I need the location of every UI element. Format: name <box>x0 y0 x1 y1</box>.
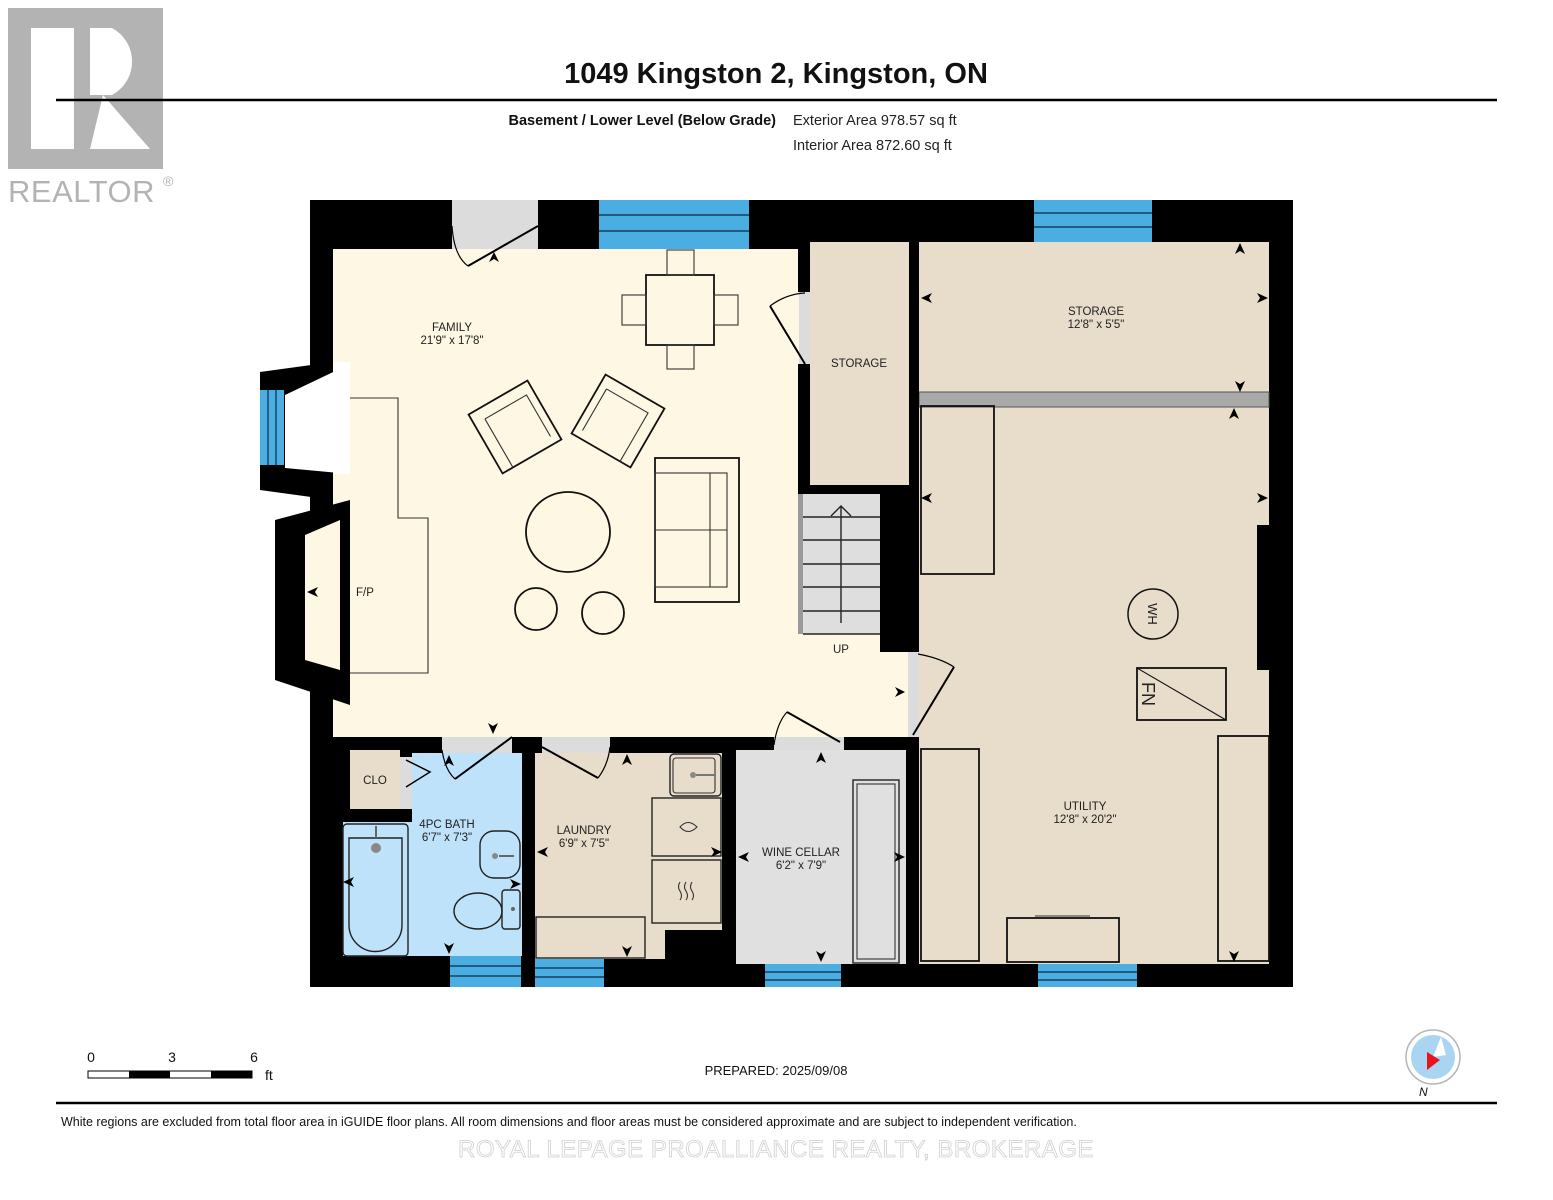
exterior-door-opening <box>452 200 538 249</box>
laundry-dims: 6'9" x 7'5" <box>559 838 609 850</box>
stool-right-icon <box>581 591 625 635</box>
interior-walls <box>333 242 1269 987</box>
window-family-north <box>599 200 749 249</box>
sofa-icon <box>654 457 740 603</box>
furnace-icon: FN <box>1136 667 1227 721</box>
dining-table-icon <box>621 249 739 370</box>
room-utility-floor <box>919 392 1269 964</box>
window-cellar-south <box>765 964 841 987</box>
utility-cabinet-left <box>920 748 980 962</box>
room-closet-floor <box>350 750 400 809</box>
laundry-name: LAUNDRY <box>557 825 612 837</box>
storage-small-name: STORAGE <box>831 358 887 370</box>
wine-cellar-dims: 6'2" x 7'9" <box>776 860 826 872</box>
toilet-icon <box>453 889 521 930</box>
utility-cabinet-right <box>1217 735 1270 962</box>
stool-left-icon <box>514 587 558 631</box>
utility-dims: 12'8" x 20'2" <box>1053 814 1116 826</box>
window-bath-south <box>450 956 521 987</box>
wine-cellar-name: WINE CELLAR <box>762 847 840 859</box>
window-laundry-south <box>535 959 604 987</box>
room-bath-floor <box>412 753 522 956</box>
svg-text:WH: WH <box>1145 603 1160 625</box>
laundry-fixtures <box>535 753 722 959</box>
family-room-dims: 21'9" x 17'8" <box>420 335 483 347</box>
armchair-right-icon <box>570 373 666 469</box>
svg-text:FN: FN <box>1138 682 1158 706</box>
room-labels: FAMILY 21'9" x 17'8" STORAGE STORAGE 12'… <box>363 306 1124 872</box>
windows <box>450 200 1152 987</box>
realtor-logo-text: REALTOR <box>8 174 155 209</box>
family-room-name: FAMILY <box>432 322 472 334</box>
bathtub-icon <box>342 823 409 957</box>
staircase: UP <box>798 494 880 656</box>
svg-text:3: 3 <box>168 1049 176 1065</box>
bath-name: 4PC BATH <box>419 819 474 831</box>
utility-fixtures: WH FN <box>920 405 1270 963</box>
storage-partition <box>918 391 1270 408</box>
round-table-icon <box>525 491 611 573</box>
window-utility-south <box>1038 964 1137 987</box>
fireplace-bumpout: F/P <box>260 362 429 705</box>
page-title: 1049 Kingston 2, Kingston, ON <box>564 58 988 90</box>
utility-name: UTILITY <box>1064 801 1107 813</box>
level-label: Basement / Lower Level (Below Grade) <box>508 113 776 129</box>
svg-text:6: 6 <box>250 1049 258 1065</box>
room-storage-small-floor <box>810 242 909 485</box>
washer-icon <box>651 797 722 857</box>
prepared-date: PREPARED: 2025/09/08 <box>705 1063 848 1078</box>
stairs-up-label: UP <box>833 644 849 656</box>
family-furniture <box>467 249 740 635</box>
scale-unit: ft <box>265 1067 273 1083</box>
brokerage-watermark: ROYAL LEPAGE PROALLIANCE REALTY, BROKERA… <box>458 1136 1094 1163</box>
compass-north-label: N <box>1419 1085 1428 1099</box>
realtor-logo: REALTOR ® <box>8 8 174 209</box>
bath-dims: 6'7" x 7'3" <box>422 832 472 844</box>
laundry-sink-icon <box>669 753 722 797</box>
room-wine-cellar-floor <box>736 750 906 964</box>
utility-bench <box>1006 917 1120 963</box>
bath-fixtures <box>342 823 521 957</box>
utility-cabinet-upper <box>920 405 995 575</box>
sink-icon <box>479 830 521 879</box>
fireplace-label: F/P <box>356 587 374 599</box>
closet-name: CLO <box>363 775 387 787</box>
disclaimer-text: White regions are excluded from total fl… <box>61 1115 1077 1129</box>
scale-bar: 0 3 6 ft <box>87 1049 273 1083</box>
wine-rack-icon <box>852 779 900 964</box>
exterior-area: Exterior Area 978.57 sq ft <box>793 113 957 129</box>
svg-text:0: 0 <box>87 1049 95 1065</box>
armchair-left-icon <box>467 379 563 475</box>
doors <box>400 200 955 809</box>
storage-large-dims: 12'8" x 5'5" <box>1068 319 1125 331</box>
interior-area: Interior Area 872.60 sq ft <box>793 138 952 154</box>
room-storage-large-floor <box>919 242 1269 392</box>
dryer-icon <box>651 859 722 924</box>
laundry-counter <box>535 916 646 959</box>
storage-large-name: STORAGE <box>1068 306 1124 318</box>
dimension-arrows <box>343 243 1268 962</box>
compass-icon: N <box>1405 1029 1461 1099</box>
window-storage-north <box>1034 200 1152 242</box>
water-heater-icon: WH <box>1127 588 1179 640</box>
registered-mark: ® <box>163 173 174 189</box>
